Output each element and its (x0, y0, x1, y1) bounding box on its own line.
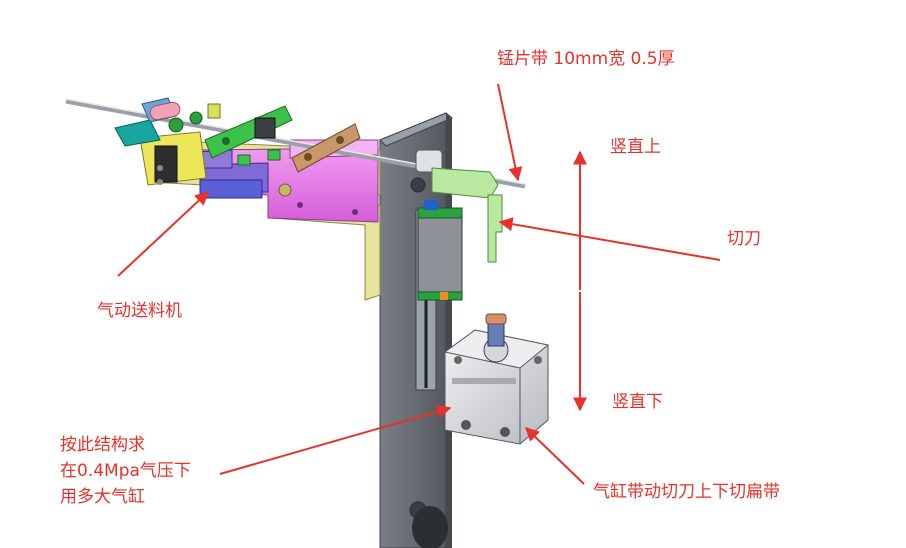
cutter-label: 切刀 (727, 229, 761, 249)
vertical-down-label: 竖直下 (612, 392, 663, 412)
cylinder-drives-cutter-label: 气缸带动切刀上下切扁带 (593, 482, 780, 502)
strip-spec-label: 锰片带 10mm宽 0.5厚 (497, 49, 675, 69)
feeder-arrow (117, 191, 210, 277)
pneumatic-feeder-label: 气动送料机 (97, 301, 182, 321)
pneumatic-cylinder (443, 313, 550, 445)
green-clamp-bar (204, 105, 293, 159)
tan-clamp-bar (237, 123, 361, 173)
cutter-blade (431, 167, 503, 263)
guide-bushing (415, 149, 443, 173)
cylinder-requirement-label: 按此结构求 在0.4Mpa气压下 用多大气缸 (60, 435, 191, 507)
cylinder-requirement-arrow (219, 404, 452, 475)
vertical-up-label: 竖直上 (610, 137, 661, 157)
linear-guide (415, 200, 463, 391)
annotation-arrows (117, 83, 721, 485)
strip-spec-arrow (497, 83, 523, 182)
left-clamp-block (139, 131, 207, 186)
cutter-arrow (498, 217, 721, 261)
cylinder-drive-arrow (524, 427, 585, 485)
feed-rollers (114, 97, 221, 147)
